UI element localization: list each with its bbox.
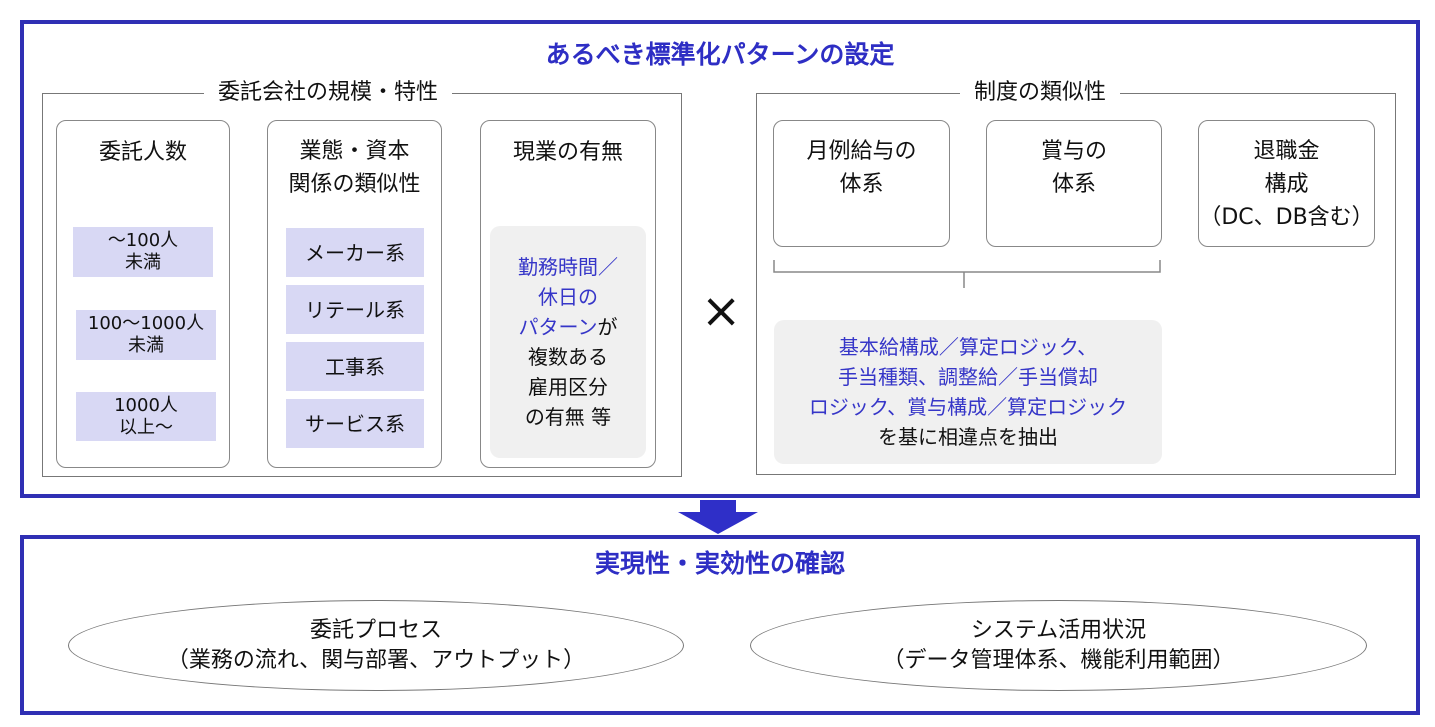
standardization-pattern-panel: あるべき標準化パターンの設定 [20, 20, 1420, 498]
chip-service: サービス系 [286, 399, 424, 448]
field-work-note: 勤務時間／ 休日の パターンが 複数ある 雇用区分 の有無 等 [490, 226, 646, 458]
group-label-system-similarity: 制度の類似性 [960, 80, 1121, 106]
card-title-line: 業態・資本 [299, 139, 410, 164]
chip-manufacturer: メーカー系 [286, 228, 424, 277]
card-bonus: 賞与の 体系 [986, 120, 1162, 247]
chip-100-1000: 100〜1000人 未満 [76, 310, 216, 360]
feasibility-panel: 実現性・実効性の確認 [20, 535, 1420, 715]
chip-over-1000: 1000人 以上〜 [76, 392, 216, 441]
salary-logic-note: 基本給構成／算定ロジック、 手当種類、調整給／手当償却 ロジック、賞与構成／算定… [774, 320, 1162, 464]
card-retirement: 退職金 構成 （DC、DB含む） [1198, 120, 1375, 247]
card-monthly-salary: 月例給与の 体系 [773, 120, 950, 247]
chip-under-100: 〜100人 未満 [73, 227, 213, 277]
grouping-brace [773, 260, 1161, 288]
card-title: 委託人数 [98, 140, 187, 165]
card-title-line: 関係の類似性 [288, 172, 421, 197]
down-arrow-icon [678, 500, 758, 534]
system-usage-ellipse: システム活用状況 （データ管理体系、機能利用範囲） [750, 600, 1367, 691]
outsourcing-process-ellipse: 委託プロセス （業務の流れ、関与部署、アウトプット） [68, 600, 684, 691]
panel-title: 実現性・実効性の確認 [594, 549, 845, 578]
card-title: 現業の有無 [512, 140, 623, 165]
chip-retail: リテール系 [286, 285, 424, 334]
multiply-operator: × [701, 283, 742, 339]
group-label-company-scale: 委託会社の規模・特性 [204, 80, 453, 106]
chip-construction: 工事系 [286, 342, 424, 391]
panel-title: あるべき標準化パターンの設定 [545, 40, 895, 69]
